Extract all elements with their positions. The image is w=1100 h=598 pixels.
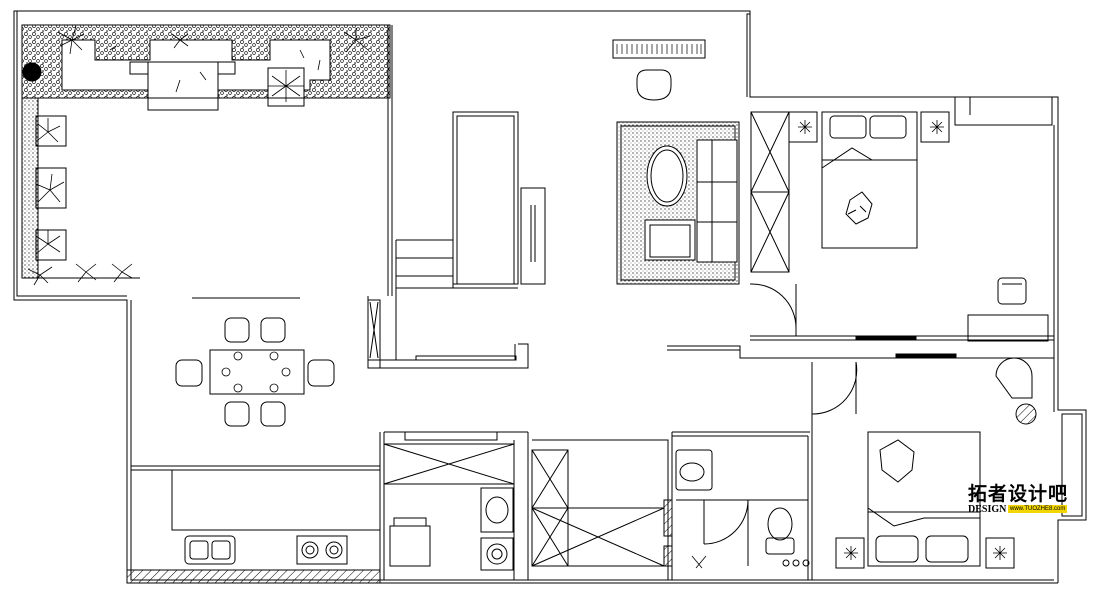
kitchen: [131, 431, 528, 580]
logo-url: www.TUOZHE8.com: [1008, 505, 1068, 513]
dining-area: [175, 297, 335, 427]
bathroom: [527, 431, 810, 580]
bedroom-2: [808, 353, 1054, 580]
garden: [21, 24, 393, 296]
staircase: [367, 111, 529, 369]
bedroom-1: [750, 111, 1054, 342]
logo-text: 拓者设计吧: [968, 483, 1069, 505]
brand-logo: 拓者设计吧 DESIGN www.TUOZHE8.com: [968, 484, 1080, 518]
logo-subtext: DESIGN: [968, 504, 1007, 515]
living-area: [520, 39, 808, 359]
hatched-wall: [126, 569, 381, 584]
